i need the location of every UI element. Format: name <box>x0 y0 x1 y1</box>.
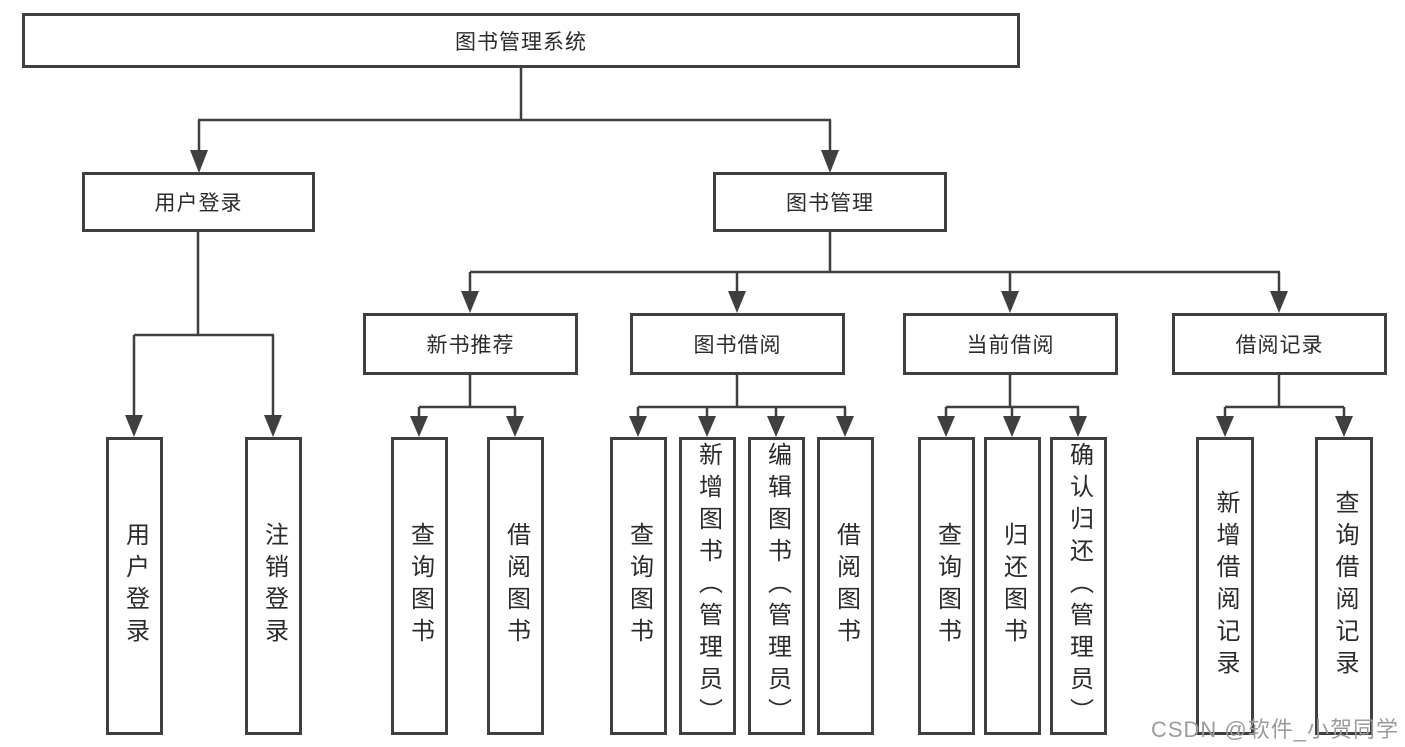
connector-line <box>197 68 832 152</box>
leaf-add-book-admin: 新增图书（管理员） <box>679 437 736 735</box>
connector-line <box>1223 375 1346 418</box>
node-label: 当前借阅 <box>966 334 1055 357</box>
arrow-down-icon <box>1001 291 1019 313</box>
node-new-book-recommend: 新书推荐 <box>363 313 578 375</box>
connector-line <box>417 375 517 418</box>
leaf-user-login: 用户登录 <box>106 437 163 735</box>
arrow-down-icon <box>1003 416 1021 437</box>
node-label: 新增借阅记录 <box>1212 490 1239 682</box>
connector-line <box>636 375 847 418</box>
node-label: 图书管理系统 <box>455 30 587 54</box>
leaf-confirm-return-admin: 确认归还（管理员） <box>1050 437 1107 735</box>
arrow-down-icon <box>506 416 524 437</box>
node-book-mgmt-branch: 图书管理 <box>713 172 947 232</box>
arrow-down-icon <box>728 291 746 313</box>
arrow-down-icon <box>821 150 839 173</box>
node-label: 新书推荐 <box>426 334 515 357</box>
node-label: 借阅图书 <box>832 522 860 650</box>
arrow-down-icon <box>767 416 785 437</box>
arrow-down-icon <box>629 416 647 437</box>
node-label: 查询图书 <box>933 522 961 650</box>
arrow-down-icon <box>698 416 716 437</box>
node-label: 编辑图书（管理员） <box>763 442 791 730</box>
node-label: 用户登录 <box>154 192 243 215</box>
node-label: 注销登录 <box>260 522 288 650</box>
connector-line <box>944 375 1080 418</box>
node-label: 借阅记录 <box>1235 334 1324 357</box>
node-current-borrow: 当前借阅 <box>903 313 1118 375</box>
arrow-down-icon <box>410 416 428 437</box>
node-label: 用户登录 <box>121 522 149 650</box>
node-borrow-record: 借阅记录 <box>1172 313 1387 375</box>
node-label: 新增图书（管理员） <box>694 442 722 730</box>
arrow-down-icon <box>264 415 282 437</box>
arrow-down-icon <box>1069 416 1087 437</box>
node-book-borrow: 图书借阅 <box>630 313 845 375</box>
connector-book-borrow-to-leaves <box>629 375 854 437</box>
arrow-down-icon <box>125 415 143 437</box>
node-label: 查询借阅记录 <box>1331 490 1358 682</box>
leaf-logout: 注销登录 <box>245 437 302 735</box>
leaf-query-book-2: 查询图书 <box>610 437 667 735</box>
connector-root-to-branches <box>190 68 839 173</box>
arrow-down-icon <box>190 150 208 173</box>
arrow-down-icon <box>836 416 854 437</box>
connector-book-mgmt-to-children <box>461 232 1288 313</box>
connector-line <box>468 232 1281 293</box>
node-label: 借阅图书 <box>502 522 530 650</box>
node-user-login-branch: 用户登录 <box>82 172 315 232</box>
leaf-borrow-book-2: 借阅图书 <box>817 437 874 735</box>
leaf-query-book-1: 查询图书 <box>391 437 448 735</box>
node-label: 查询图书 <box>625 522 653 650</box>
leaf-query-book-3: 查询图书 <box>918 437 975 735</box>
leaf-return-book: 归还图书 <box>984 437 1041 735</box>
leaf-query-borrow-record: 查询借阅记录 <box>1315 437 1373 735</box>
watermark: CSDN @软件_小贺同学 <box>1150 717 1399 742</box>
arrow-down-icon <box>461 291 479 313</box>
node-root-system: 图书管理系统 <box>22 13 1020 68</box>
connector-line <box>132 232 275 417</box>
node-label: 图书借阅 <box>693 334 782 357</box>
connector-borrow-record-to-leaves <box>1216 375 1353 437</box>
connector-user-login-to-leaves <box>125 232 282 437</box>
arrow-down-icon <box>1270 291 1288 313</box>
node-label: 归还图书 <box>999 522 1027 650</box>
leaf-add-borrow-record: 新增借阅记录 <box>1196 437 1254 735</box>
node-label: 确认归还（管理员） <box>1065 442 1093 730</box>
node-label: 查询图书 <box>406 522 434 650</box>
connector-current-borrow-to-leaves <box>937 375 1087 437</box>
arrow-down-icon <box>1335 416 1353 437</box>
arrow-down-icon <box>1216 416 1234 437</box>
arrow-down-icon <box>937 416 955 437</box>
node-label: 图书管理 <box>786 192 874 215</box>
leaf-edit-book-admin: 编辑图书（管理员） <box>748 437 805 735</box>
connector-new-book-to-leaves <box>410 375 524 437</box>
leaf-borrow-book-1: 借阅图书 <box>487 437 544 735</box>
